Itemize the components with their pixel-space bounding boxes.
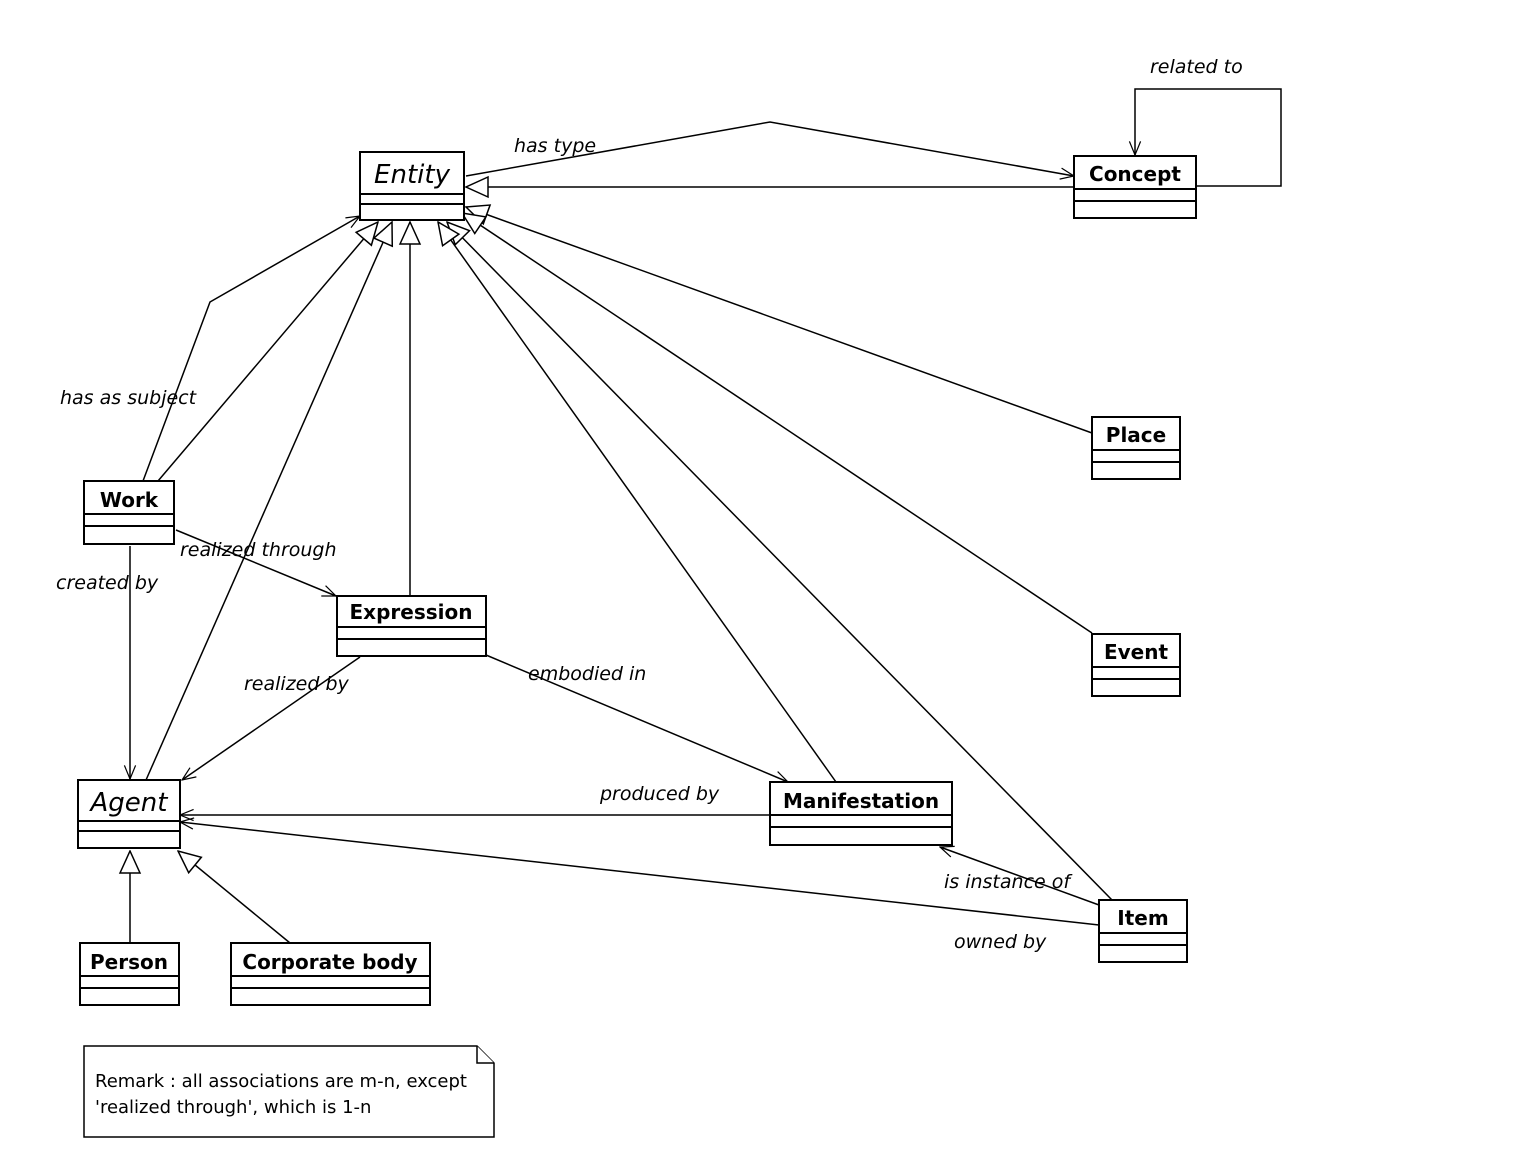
class-event-name: Event bbox=[1104, 640, 1169, 664]
realized-by-edge bbox=[182, 656, 361, 780]
manifestation-to-entity-generalization bbox=[438, 222, 837, 783]
class-work-name: Work bbox=[100, 488, 159, 512]
realized-through-edge bbox=[175, 529, 336, 597]
class-agent-name: Agent bbox=[89, 788, 169, 818]
class-place[interactable]: Place bbox=[1091, 416, 1181, 480]
has-type-label: has type bbox=[514, 135, 596, 157]
remark-note: Remark : all associations are m-n, excep… bbox=[83, 1045, 495, 1138]
embodied-in-label: embodied in bbox=[528, 663, 646, 685]
class-expression-name: Expression bbox=[350, 600, 473, 624]
class-item-name: Item bbox=[1117, 906, 1168, 930]
has-as-subject-label: has as subject bbox=[60, 387, 198, 409]
class-work[interactable]: Work bbox=[83, 480, 175, 545]
class-manifestation-name: Manifestation bbox=[783, 789, 939, 813]
owned-by-label: owned by bbox=[954, 931, 1047, 953]
class-item[interactable]: Item bbox=[1098, 899, 1188, 963]
realized-by-label: realized by bbox=[244, 673, 350, 695]
association-labels: has type related to has as subject reali… bbox=[56, 56, 1243, 953]
is-instance-of-edge bbox=[940, 847, 1100, 906]
class-concept-name: Concept bbox=[1089, 162, 1181, 186]
created-by-label: created by bbox=[56, 572, 159, 594]
has-as-subject-edge bbox=[142, 216, 360, 482]
owned-by-edge bbox=[180, 822, 1100, 926]
class-person-name: Person bbox=[90, 950, 168, 974]
class-place-name: Place bbox=[1106, 423, 1166, 447]
agent-to-entity-generalization bbox=[145, 222, 392, 781]
item-to-entity-generalization bbox=[447, 222, 1113, 901]
related-to-label: related to bbox=[1150, 56, 1243, 78]
class-agent[interactable]: Agent bbox=[77, 779, 181, 849]
realized-through-label: realized through bbox=[180, 539, 337, 561]
generalization-edges bbox=[130, 187, 1113, 944]
embodied-in-edge bbox=[485, 654, 788, 783]
class-expression[interactable]: Expression bbox=[336, 595, 487, 657]
class-event[interactable]: Event bbox=[1091, 633, 1181, 697]
produced-by-label: produced by bbox=[599, 783, 720, 805]
event-to-entity-generalization bbox=[462, 213, 1093, 634]
work-to-entity-generalization bbox=[157, 222, 378, 482]
is-instance-of-label: is instance of bbox=[944, 871, 1073, 893]
association-edges bbox=[130, 88, 1282, 926]
class-manifestation[interactable]: Manifestation bbox=[769, 781, 953, 846]
class-entity[interactable]: Entity bbox=[359, 151, 465, 221]
has-type-edge bbox=[465, 121, 1074, 176]
corporate-body-to-agent-generalization bbox=[178, 851, 291, 944]
remark-note-line2: 'realized through', which is 1-n bbox=[95, 1097, 371, 1118]
class-corporate-body[interactable]: Corporate body bbox=[230, 942, 431, 1006]
related-to-edge bbox=[1135, 88, 1282, 187]
class-corporate-body-name: Corporate body bbox=[242, 950, 417, 974]
place-to-entity-generalization bbox=[466, 207, 1093, 434]
class-concept[interactable]: Concept bbox=[1073, 155, 1197, 219]
class-person[interactable]: Person bbox=[79, 942, 180, 1006]
class-entity-name: Entity bbox=[374, 160, 451, 190]
remark-note-line1: Remark : all associations are m-n, excep… bbox=[95, 1071, 467, 1092]
